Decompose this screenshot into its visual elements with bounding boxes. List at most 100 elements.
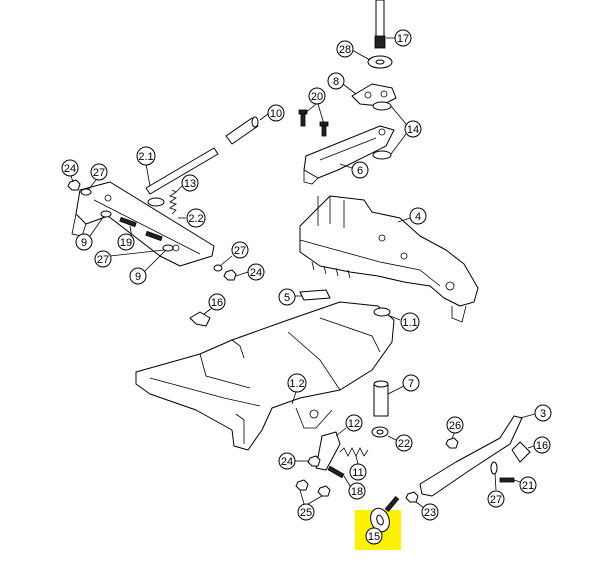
callout-25-label: 25 [300,507,312,519]
part-bolt-23 [384,491,419,512]
callout-7-label: 7 [408,378,414,390]
part-frame-1 [135,301,395,451]
callout-14-label: 14 [407,124,419,136]
callout-11: 11 [349,455,367,481]
callout-28: 28 [336,40,371,61]
part-arm-12 [315,431,341,471]
part-bolt-21 [499,477,515,483]
part-nut-24-left [67,179,237,281]
callout-26-label: 26 [449,420,461,432]
callout-5-label: 5 [284,292,290,304]
part-pin-10 [225,116,259,145]
callout-20-label: 20 [311,91,323,103]
callout-22: 22 [387,434,413,452]
callout-1-2-label: 1.2 [289,378,304,390]
callout-24a: 24 [61,159,79,183]
callout-24b: 24 [235,263,265,281]
callout-22-label: 22 [398,438,410,450]
callout-11-label: 11 [352,467,363,479]
callout-21-label: 21 [522,480,534,492]
part-rod-2-1 [145,147,219,195]
part-clip-16 [189,311,211,327]
part-bolt-18 [327,465,345,479]
callout-19-label: 19 [120,237,132,249]
callout-23-label: 23 [424,507,436,519]
callout-23: 23 [415,501,439,521]
callout-1-2: 1.2 [287,373,307,405]
part-mount-4 [299,195,479,323]
callout-24a-label: 24 [64,163,76,175]
callout-18: 18 [343,475,366,500]
part-bracket-6 [303,125,395,185]
part-bolts-19 [119,216,163,242]
part-nut-26 [445,437,459,449]
part-washers-14 [372,101,392,160]
callout-10-label: 10 [270,108,282,120]
callout-27d: 27 [487,473,505,508]
callout-3-label: 3 [540,408,546,420]
callout-27d-label: 27 [490,494,502,506]
callout-4: 4 [397,207,427,225]
part-sleeve-7 [373,380,389,417]
part-washer-28 [367,55,393,69]
callout-8: 8 [327,72,357,95]
callout-27b: 27 [94,249,165,268]
part-clip-16-right [511,441,531,463]
part-plate-2-2 [71,181,215,267]
part-bolt-17 [374,0,386,49]
callout-4-label: 4 [415,211,421,223]
callout-27c: 27 [219,241,249,267]
part-washer-15 [370,507,390,533]
callout-24b-label: 24 [250,267,262,279]
callout-16b: 16 [527,436,551,454]
part-plate-8 [351,83,397,107]
callout-12: 12 [335,414,363,437]
callout-18-label: 18 [351,486,363,498]
callout-1-1-label: 1.1 [402,317,417,329]
part-spring-13 [169,189,177,215]
callout-25: 25 [297,489,323,521]
callout-7: 7 [387,374,420,395]
callout-6-label: 6 [357,165,363,177]
callout-2-1-label: 2.1 [138,151,153,163]
callout-19: 19 [117,225,135,251]
callout-16a-label: 16 [211,297,223,309]
callout-5: 5 [278,288,302,306]
callout-16b-label: 16 [536,440,548,452]
callout-27c-label: 27 [234,245,246,257]
callout-3: 3 [519,404,552,422]
callout-27a-label: 27 [93,167,105,179]
callout-9a: 9 [75,215,105,251]
callout-14: 14 [390,105,422,155]
part-plate-5 [299,289,331,301]
part-spring-11 [339,447,369,457]
callout-27a: 27 [87,163,108,191]
callout-27b-label: 27 [97,254,109,266]
callout-21: 21 [513,476,537,494]
callout-20: 20 [303,87,326,125]
callout-2-1: 2.1 [136,146,156,187]
callout-13: 13 [175,174,199,193]
callout-15-label: 15 [368,531,380,543]
callout-24c-label: 24 [281,456,293,468]
callout-26: 26 [446,416,464,439]
callout-17: 17 [386,29,412,47]
callout-9b-label: 9 [135,271,141,283]
part-nut-22 [371,426,389,438]
callout-6: 6 [339,161,369,179]
callout-1-1: 1.1 [389,312,420,332]
callout-16a: 16 [203,293,226,315]
callout-8-label: 8 [333,76,339,88]
callout-layer: 17 28 8 20 10 14 [61,29,552,545]
callout-12-label: 12 [348,418,360,430]
callout-13-label: 13 [184,178,196,190]
callout-28-label: 28 [339,44,351,56]
part-lever-3 [419,415,523,497]
callout-10: 10 [259,104,285,122]
callout-2-2-label: 2.2 [188,213,203,225]
callout-17-label: 17 [397,33,409,45]
callout-24c: 24 [278,452,308,470]
part-washer-27-right [490,461,498,475]
